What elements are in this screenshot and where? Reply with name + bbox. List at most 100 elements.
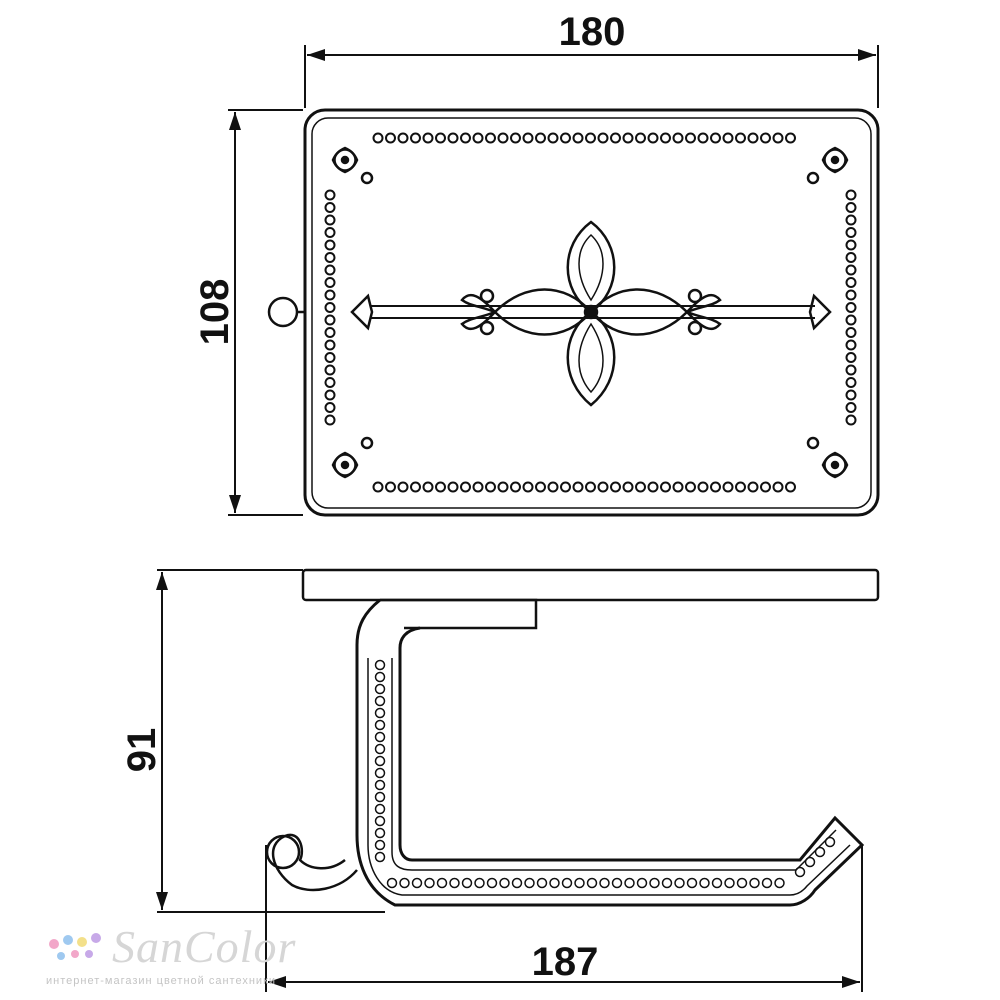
bead — [472, 481, 484, 493]
bead — [736, 877, 748, 889]
bead — [845, 327, 857, 338]
bead — [397, 132, 409, 144]
bead — [697, 132, 709, 144]
dimension-label-side-height: 91 — [120, 728, 164, 773]
bead — [845, 214, 857, 226]
bead — [385, 481, 396, 493]
bead — [547, 481, 559, 493]
bead — [324, 289, 336, 301]
bead — [685, 481, 696, 493]
bead — [374, 695, 386, 707]
bead — [772, 481, 784, 493]
bead — [424, 877, 435, 889]
bead — [485, 481, 496, 493]
bead — [660, 481, 671, 493]
bead — [622, 481, 634, 493]
bead — [711, 877, 723, 889]
bead — [845, 414, 857, 426]
bead — [324, 277, 336, 288]
bead — [761, 877, 773, 889]
bead — [686, 877, 698, 889]
bead — [724, 877, 735, 889]
bead — [460, 132, 471, 144]
holder-hook — [271, 833, 358, 892]
bead — [372, 481, 384, 493]
mounting-block — [380, 598, 538, 630]
bead — [660, 132, 671, 144]
bead — [324, 214, 336, 226]
bead — [524, 877, 535, 889]
bead — [722, 481, 734, 493]
dimension-side-length — [265, 845, 863, 992]
corner-ornament-top-left — [331, 146, 374, 185]
holder-arm — [355, 598, 865, 907]
bead — [474, 877, 485, 889]
bead — [785, 481, 796, 493]
bead — [374, 839, 386, 851]
bead — [447, 481, 459, 493]
bead — [572, 481, 584, 493]
bead — [510, 132, 521, 144]
bead — [845, 264, 857, 276]
bead — [685, 132, 696, 144]
side-view — [265, 568, 880, 907]
bead — [845, 239, 857, 251]
bead-border — [324, 132, 857, 493]
bead — [560, 132, 571, 144]
bead — [374, 755, 386, 767]
corner-ornament-top-right — [806, 146, 849, 185]
bead — [497, 132, 509, 144]
bead — [574, 877, 585, 889]
brand-logo-icon — [49, 933, 101, 960]
bead — [324, 339, 336, 351]
dimension-top-height — [228, 109, 303, 516]
bead — [536, 877, 548, 889]
bead — [410, 481, 421, 493]
bead — [599, 877, 610, 889]
bead — [410, 132, 421, 144]
brand-watermark: SanColor — [112, 921, 297, 972]
bead — [374, 779, 386, 791]
bead — [845, 189, 857, 201]
bead — [760, 481, 771, 493]
bead — [672, 481, 684, 493]
central-ornament — [350, 220, 832, 407]
dimension-top-width — [304, 45, 879, 108]
bead — [324, 327, 336, 338]
bead — [622, 132, 634, 144]
bead — [610, 481, 621, 493]
bead — [610, 132, 621, 144]
bead — [735, 132, 746, 144]
bead — [674, 877, 685, 889]
plate-inner-outline — [311, 117, 872, 509]
side-bead-row — [374, 659, 836, 889]
bead — [435, 132, 446, 144]
bead — [374, 671, 386, 683]
bead — [845, 252, 857, 263]
dimension-label-top-width: 180 — [559, 10, 626, 54]
bead — [586, 877, 598, 889]
bead — [374, 827, 386, 839]
bead — [522, 132, 534, 144]
bead — [760, 132, 771, 144]
bead — [486, 877, 498, 889]
bead — [324, 377, 336, 388]
bead — [324, 227, 336, 238]
bead — [611, 877, 623, 889]
bead — [636, 877, 648, 889]
bead — [374, 719, 386, 731]
bead — [374, 767, 386, 779]
bead — [497, 481, 509, 493]
bead — [824, 836, 836, 848]
bead — [324, 239, 336, 251]
dimension-label-top-height: 108 — [193, 279, 237, 346]
bead — [845, 227, 857, 238]
bead — [710, 481, 721, 493]
bead — [845, 364, 857, 376]
side-plate — [301, 568, 880, 602]
bead — [324, 314, 336, 326]
bead — [774, 877, 785, 889]
bead — [436, 877, 448, 889]
bead — [624, 877, 635, 889]
